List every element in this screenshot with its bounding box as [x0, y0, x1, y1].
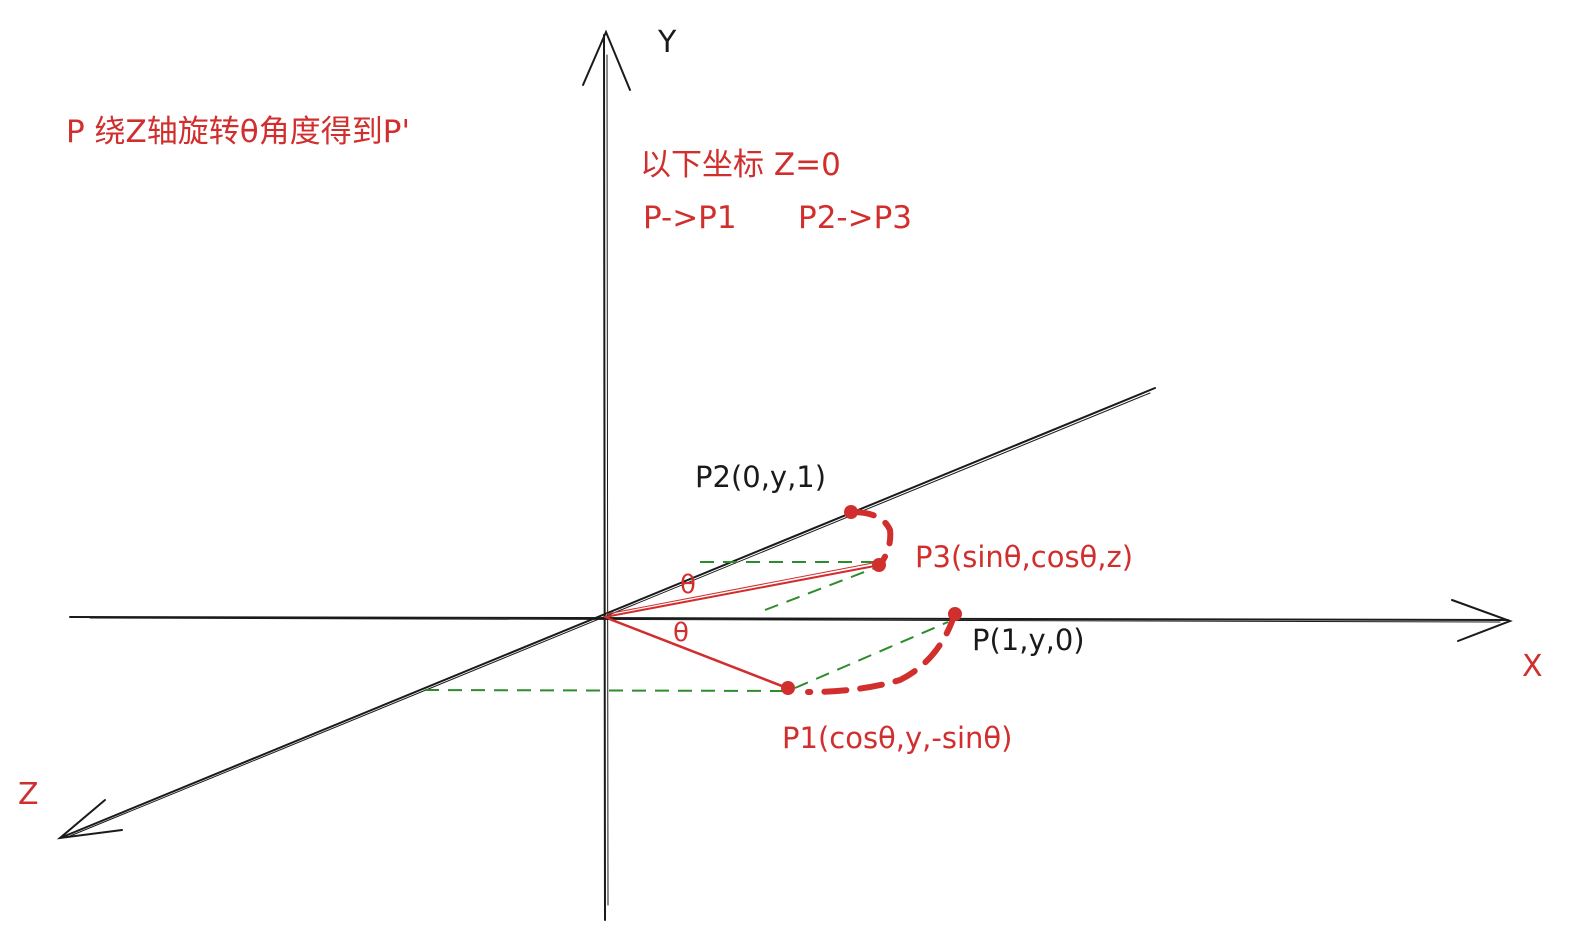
point-p1 [781, 681, 795, 695]
rotation-arcs [805, 509, 958, 695]
y-axis [582, 29, 631, 921]
z-axis [56, 387, 1156, 840]
arc-p2-to-p3 [849, 509, 894, 568]
x-axis [69, 599, 1513, 642]
coords-note: 以下坐标 Z=0 [640, 147, 841, 183]
point-p3-label: P3(sinθ,cosθ,z) [915, 540, 1134, 574]
p1-projection-line [424, 689, 789, 692]
theta-upper-label: θ [680, 570, 696, 600]
point-p1-label: P1(cosθ,y,-sinθ) [782, 721, 1013, 755]
title-note: P 绕Z轴旋转θ角度得到P' [66, 114, 410, 150]
mapping-note-1: P->P1 [643, 200, 737, 236]
point-p3 [872, 558, 886, 572]
point-p2-label: P2(0,y,1) [695, 460, 827, 494]
p1-to-p-line [794, 621, 949, 689]
mapping-note-2: P2->P3 [798, 200, 912, 236]
theta-lower-label: θ [673, 618, 689, 648]
point-p [948, 607, 962, 621]
vector-to-p3 [604, 564, 881, 618]
x-axis-label: X [1522, 649, 1543, 684]
point-p-label: P(1,y,0) [972, 623, 1085, 657]
y-axis-label: Y [658, 25, 677, 60]
z-axis-label: Z [18, 777, 39, 812]
rotated-vectors [604, 561, 881, 691]
point-p2 [844, 505, 858, 519]
point-markers [781, 505, 962, 695]
p3-diagonal-line [764, 565, 881, 611]
vector-to-p1 [604, 616, 789, 689]
arc-p-to-p1 [805, 610, 958, 695]
projection-lines [424, 561, 949, 692]
